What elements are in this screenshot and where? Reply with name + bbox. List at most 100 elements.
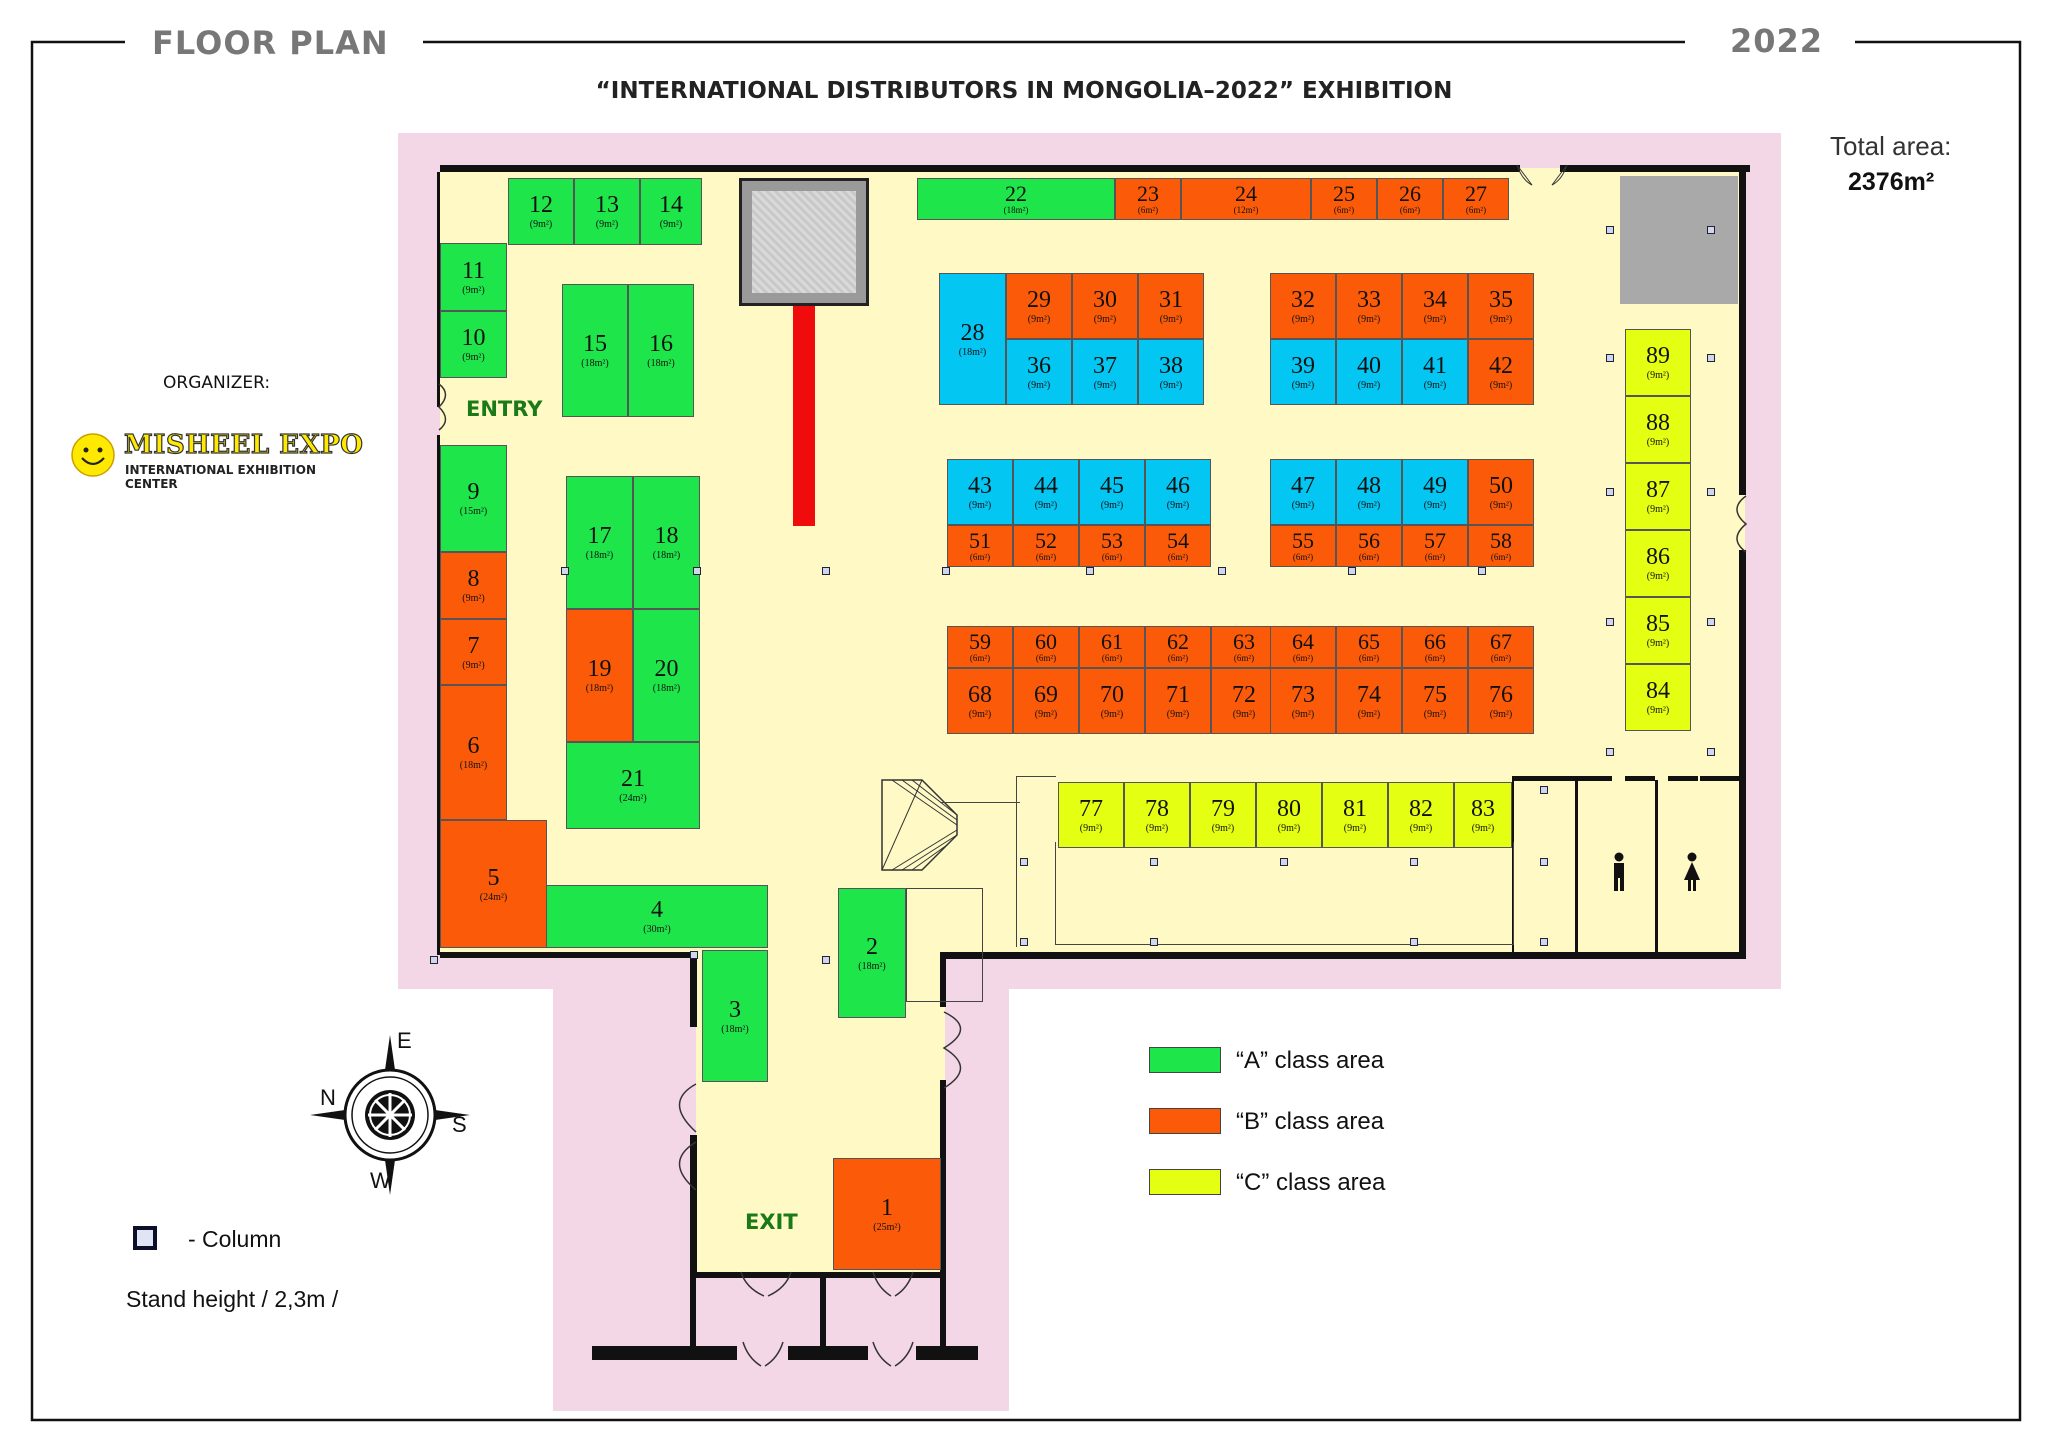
booth-85[interactable]: 85(9m²) bbox=[1625, 597, 1691, 664]
booth-46[interactable]: 46(9m²) bbox=[1145, 459, 1211, 525]
booth-number: 87 bbox=[1646, 477, 1670, 503]
booth-39[interactable]: 39(9m²) bbox=[1270, 339, 1336, 405]
booth-80[interactable]: 80(9m²) bbox=[1256, 782, 1322, 848]
booth-49[interactable]: 49(9m²) bbox=[1402, 459, 1468, 525]
booth-16[interactable]: 16(18m²) bbox=[628, 284, 694, 417]
booth-82[interactable]: 82(9m²) bbox=[1388, 782, 1454, 848]
booth-61[interactable]: 61(6m²) bbox=[1079, 626, 1145, 668]
booth-50[interactable]: 50(9m²) bbox=[1468, 459, 1534, 525]
booth-79[interactable]: 79(9m²) bbox=[1190, 782, 1256, 848]
booth-69[interactable]: 69(9m²) bbox=[1013, 668, 1079, 734]
booth-21[interactable]: 21(24m²) bbox=[566, 742, 700, 829]
booth-63[interactable]: 63(6m²) bbox=[1211, 626, 1277, 668]
booth-19[interactable]: 19(18m²) bbox=[566, 609, 633, 742]
booth-84[interactable]: 84(9m²) bbox=[1625, 664, 1691, 731]
booth-4[interactable]: 4(30m²) bbox=[546, 885, 768, 948]
booth-81[interactable]: 81(9m²) bbox=[1322, 782, 1388, 848]
booth-56[interactable]: 56(6m²) bbox=[1336, 525, 1402, 567]
booth-64[interactable]: 64(6m²) bbox=[1270, 626, 1336, 668]
booth-74[interactable]: 74(9m²) bbox=[1336, 668, 1402, 734]
booth-83[interactable]: 83(9m²) bbox=[1454, 782, 1512, 848]
booth-2[interactable]: 2(18m²) bbox=[838, 888, 906, 1018]
booth-area: (9m²) bbox=[1489, 379, 1513, 391]
booth-35[interactable]: 35(9m²) bbox=[1468, 273, 1534, 339]
booth-24[interactable]: 24(12m²) bbox=[1181, 178, 1311, 220]
booth-6[interactable]: 6(18m²) bbox=[440, 685, 507, 820]
booth-13[interactable]: 13(9m²) bbox=[574, 178, 640, 245]
booth-86[interactable]: 86(9m²) bbox=[1625, 530, 1691, 597]
booth-52[interactable]: 52(6m²) bbox=[1013, 525, 1079, 567]
booth-7[interactable]: 7(9m²) bbox=[440, 619, 507, 685]
booth-number: 28 bbox=[960, 319, 985, 346]
booth-71[interactable]: 71(9m²) bbox=[1145, 668, 1211, 734]
booth-70[interactable]: 70(9m²) bbox=[1079, 668, 1145, 734]
booth-25[interactable]: 25(6m²) bbox=[1311, 178, 1377, 220]
booth-67[interactable]: 67(6m²) bbox=[1468, 626, 1534, 668]
booth-87[interactable]: 87(9m²) bbox=[1625, 463, 1691, 530]
column-marker bbox=[1280, 858, 1288, 866]
booth-17[interactable]: 17(18m²) bbox=[566, 476, 633, 609]
booth-33[interactable]: 33(9m²) bbox=[1336, 273, 1402, 339]
booth-27[interactable]: 27(6m²) bbox=[1443, 178, 1509, 220]
booth-51[interactable]: 51(6m²) bbox=[947, 525, 1013, 567]
column-marker bbox=[693, 567, 701, 575]
booth-65[interactable]: 65(6m²) bbox=[1336, 626, 1402, 668]
booth-45[interactable]: 45(9m²) bbox=[1079, 459, 1145, 525]
booth-62[interactable]: 62(6m²) bbox=[1145, 626, 1211, 668]
booth-28[interactable]: 28(18m²) bbox=[939, 273, 1006, 405]
booth-23[interactable]: 23(6m²) bbox=[1115, 178, 1181, 220]
booth-3[interactable]: 3(18m²) bbox=[702, 950, 768, 1082]
booth-44[interactable]: 44(9m²) bbox=[1013, 459, 1079, 525]
booth-72[interactable]: 72(9m²) bbox=[1211, 668, 1277, 734]
booth-55[interactable]: 55(6m²) bbox=[1270, 525, 1336, 567]
booth-60[interactable]: 60(6m²) bbox=[1013, 626, 1079, 668]
booth-40[interactable]: 40(9m²) bbox=[1336, 339, 1402, 405]
booth-41[interactable]: 41(9m²) bbox=[1402, 339, 1468, 405]
booth-48[interactable]: 48(9m²) bbox=[1336, 459, 1402, 525]
booth-11[interactable]: 11(9m²) bbox=[440, 243, 507, 311]
booth-26[interactable]: 26(6m²) bbox=[1377, 178, 1443, 220]
booth-66[interactable]: 66(6m²) bbox=[1402, 626, 1468, 668]
booth-53[interactable]: 53(6m²) bbox=[1079, 525, 1145, 567]
booth-22[interactable]: 22(18m²) bbox=[917, 178, 1115, 220]
booth-15[interactable]: 15(18m²) bbox=[562, 284, 628, 417]
booth-10[interactable]: 10(9m²) bbox=[440, 311, 507, 378]
booth-14[interactable]: 14(9m²) bbox=[640, 178, 702, 245]
booth-31[interactable]: 31(9m²) bbox=[1138, 273, 1204, 339]
booth-68[interactable]: 68(9m²) bbox=[947, 668, 1013, 734]
booth-75[interactable]: 75(9m²) bbox=[1402, 668, 1468, 734]
booth-88[interactable]: 88(9m²) bbox=[1625, 396, 1691, 463]
booth-12[interactable]: 12(9m²) bbox=[508, 178, 574, 245]
booth-59[interactable]: 59(6m²) bbox=[947, 626, 1013, 668]
booth-30[interactable]: 30(9m²) bbox=[1072, 273, 1138, 339]
booth-1[interactable]: 1(25m²) bbox=[833, 1158, 941, 1270]
booth-89[interactable]: 89(9m²) bbox=[1625, 329, 1691, 396]
booth-57[interactable]: 57(6m²) bbox=[1402, 525, 1468, 567]
booth-32[interactable]: 32(9m²) bbox=[1270, 273, 1336, 339]
booth-47[interactable]: 47(9m²) bbox=[1270, 459, 1336, 525]
booth-8[interactable]: 8(9m²) bbox=[440, 552, 507, 619]
lower-corridor bbox=[1055, 842, 1514, 945]
booth-54[interactable]: 54(6m²) bbox=[1145, 525, 1211, 567]
booth-58[interactable]: 58(6m²) bbox=[1468, 525, 1534, 567]
booth-37[interactable]: 37(9m²) bbox=[1072, 339, 1138, 405]
booth-number: 19 bbox=[587, 656, 612, 682]
booth-77[interactable]: 77(9m²) bbox=[1058, 782, 1124, 848]
booth-78[interactable]: 78(9m²) bbox=[1124, 782, 1190, 848]
booth-area: (6m²) bbox=[1137, 205, 1159, 215]
booth-5[interactable]: 5(24m²) bbox=[440, 820, 547, 948]
booth-number: 54 bbox=[1167, 528, 1189, 553]
booth-9[interactable]: 9(15m²) bbox=[440, 445, 507, 552]
booth-38[interactable]: 38(9m²) bbox=[1138, 339, 1204, 405]
booth-42[interactable]: 42(9m²) bbox=[1468, 339, 1534, 405]
booth-number: 88 bbox=[1646, 410, 1670, 436]
booth-number: 16 bbox=[649, 331, 673, 357]
booth-18[interactable]: 18(18m²) bbox=[633, 476, 700, 609]
booth-36[interactable]: 36(9m²) bbox=[1006, 339, 1072, 405]
booth-76[interactable]: 76(9m²) bbox=[1468, 668, 1534, 734]
booth-43[interactable]: 43(9m²) bbox=[947, 459, 1013, 525]
booth-29[interactable]: 29(9m²) bbox=[1006, 273, 1072, 339]
booth-73[interactable]: 73(9m²) bbox=[1270, 668, 1336, 734]
booth-20[interactable]: 20(18m²) bbox=[633, 609, 700, 742]
booth-34[interactable]: 34(9m²) bbox=[1402, 273, 1468, 339]
